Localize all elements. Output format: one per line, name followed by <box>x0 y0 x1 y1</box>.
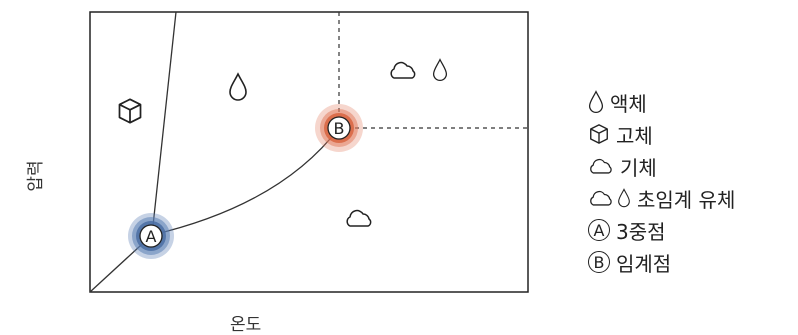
legend: 액체 고체 기체 초임계 유체 A 3중점 B 임계점 <box>588 86 735 278</box>
drop-icon <box>618 188 630 208</box>
circled-a-icon: A <box>588 219 610 241</box>
legend-item-gas: 기체 <box>588 150 735 182</box>
circled-b-icon: B <box>588 251 610 273</box>
gas-region-icon <box>346 209 372 227</box>
cube-icon <box>590 124 608 144</box>
cloud-icon <box>590 190 612 206</box>
legend-item-supercritical: 초임계 유체 <box>588 182 735 214</box>
diagram-frame <box>89 11 529 293</box>
critical-point-marker: B <box>315 104 363 152</box>
legend-label: 3중점 <box>616 219 666 244</box>
supercritical-drop-icon <box>432 58 448 82</box>
liquid-region-icon <box>229 73 247 101</box>
solid-region-icon <box>118 98 142 124</box>
legend-label: 고체 <box>616 123 653 148</box>
cloud-icon <box>590 158 612 174</box>
legend-label: 기체 <box>620 155 657 180</box>
legend-item-critical-point: B 임계점 <box>588 246 735 278</box>
legend-item-liquid: 액체 <box>588 86 735 118</box>
legend-label: 초임계 유체 <box>637 187 736 212</box>
drop-icon <box>588 90 604 114</box>
x-axis-label: 온도 <box>230 315 262 335</box>
y-axis-label: 압력 <box>26 160 47 192</box>
legend-label: 임계점 <box>616 251 672 276</box>
legend-item-triple-point: A 3중점 <box>588 214 735 246</box>
critical-point-label: B <box>334 119 345 138</box>
triple-point-label: A <box>146 227 157 246</box>
legend-label: 액체 <box>610 91 647 116</box>
supercritical-cloud-icon <box>390 61 416 79</box>
melting-curve <box>151 11 177 236</box>
legend-item-solid: 고체 <box>588 118 735 150</box>
vaporization-curve <box>151 127 340 236</box>
triple-point-marker: A <box>128 213 174 259</box>
